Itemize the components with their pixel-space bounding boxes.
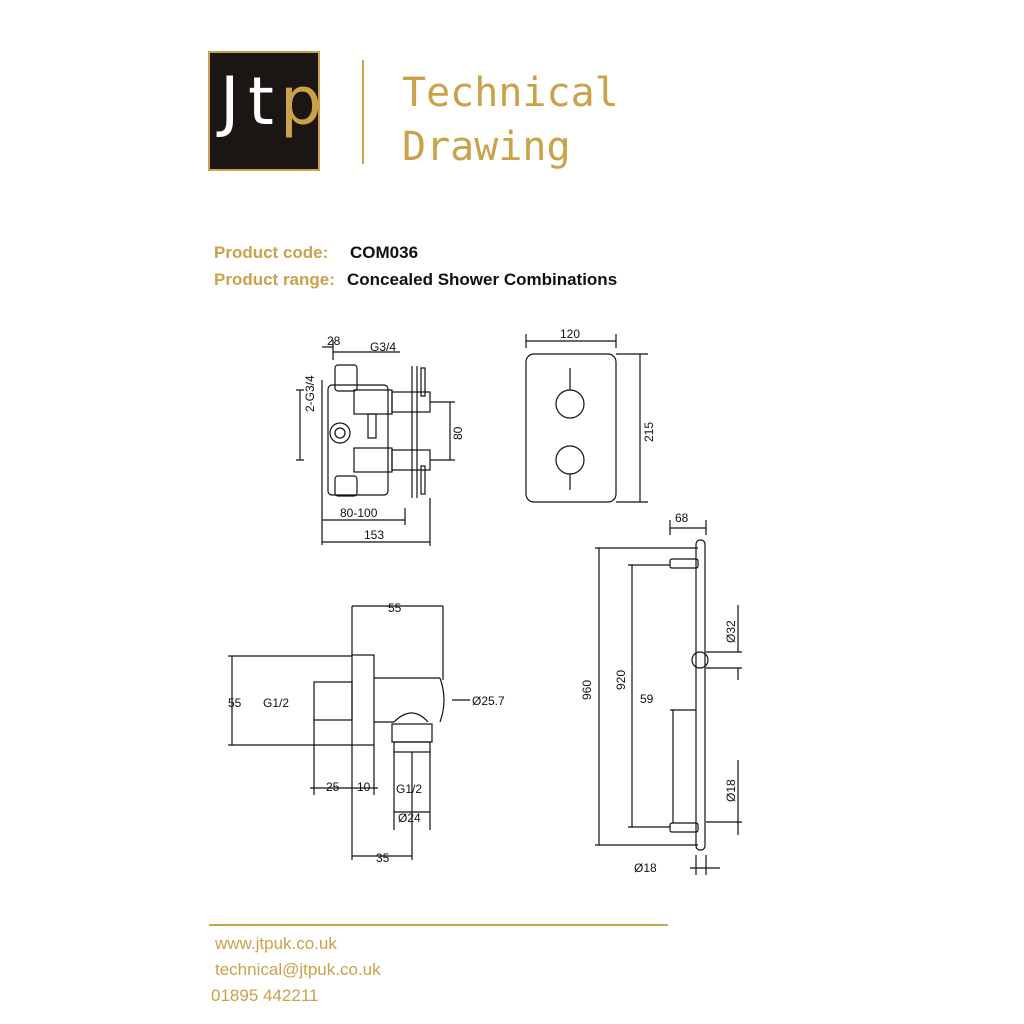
dim-25: 25 xyxy=(326,780,340,794)
header-divider xyxy=(362,60,364,164)
dim-55-left: 55 xyxy=(228,696,242,710)
logo-letter-t: t xyxy=(248,63,274,140)
dia-24: Ø24 xyxy=(398,811,421,825)
dim-80: 80 xyxy=(451,426,465,440)
dim-960: 960 xyxy=(580,680,594,700)
product-range-label: Product range: xyxy=(214,270,335,289)
title-line-1: Technical xyxy=(402,70,619,116)
phone-number: 01895 442211 xyxy=(211,986,319,1005)
jtp-logo: J t p xyxy=(208,51,322,171)
thread-out-g12: G1/2 xyxy=(396,782,422,796)
product-code-label: Product code: xyxy=(214,243,329,262)
dim-80-100: 80-100 xyxy=(340,506,378,520)
dim-153: 153 xyxy=(364,528,384,542)
slide-rail-view: 68 Ø32 960 920 59 Ø18 Ø18 xyxy=(580,511,742,875)
dia-18-bottom: Ø18 xyxy=(634,861,657,875)
dim-68: 68 xyxy=(675,511,689,525)
dia-25-7: Ø25.7 xyxy=(472,694,505,708)
dim-120: 120 xyxy=(560,327,580,341)
dim-2-g34: 2-G3/4 xyxy=(303,375,317,412)
thread-in-g12: G1/2 xyxy=(263,696,289,710)
dim-10: 10 xyxy=(357,780,371,794)
logo-letter-p: p xyxy=(280,63,322,140)
product-range-value: Concealed Shower Combinations xyxy=(347,270,618,289)
dim-35: 35 xyxy=(376,851,390,865)
dim-55-top: 55 xyxy=(388,601,402,615)
dia-32: Ø32 xyxy=(724,620,738,643)
title-line-2: Drawing xyxy=(402,124,571,170)
website-link[interactable]: www.jtpuk.co.uk xyxy=(215,934,337,953)
page-title: Technical Drawing xyxy=(402,66,619,174)
dim-g34: G3/4 xyxy=(370,340,396,354)
dim-920: 920 xyxy=(614,670,628,690)
valve-side-view: 28 G3/4 2-G3/4 80 80-100 153 xyxy=(296,334,465,546)
email-link[interactable]: technical@jtpuk.co.uk xyxy=(215,960,381,979)
dim-59: 59 xyxy=(640,692,654,706)
dim-215: 215 xyxy=(642,422,656,442)
product-code-value: COM036 xyxy=(350,243,419,262)
dia-18-right: Ø18 xyxy=(724,779,738,802)
footer-divider xyxy=(209,924,668,926)
outlet-elbow-view: 55 55 G1/2 Ø25.7 25 10 G1/2 Ø24 35 xyxy=(228,601,505,865)
dim-28: 28 xyxy=(327,334,341,348)
logo-letter-j: J xyxy=(220,63,240,140)
valve-front-view: 120 215 xyxy=(525,327,656,503)
